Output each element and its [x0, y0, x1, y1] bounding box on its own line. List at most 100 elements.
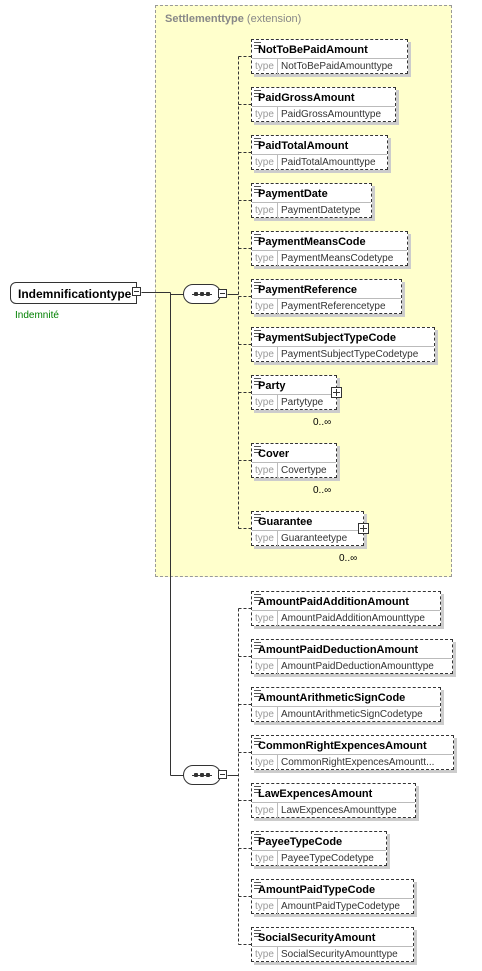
content-model-icon	[254, 594, 261, 601]
root-element[interactable]: Indemnificationtype	[10, 282, 137, 304]
element-type: AmountPaidTypeCodetype	[281, 901, 400, 912]
element-type-row: type Guaranteetype	[252, 530, 363, 547]
element-name: AmountPaidAdditionAmount	[258, 596, 409, 608]
element-type-row: type AmountArithmeticSignCodetype	[252, 706, 440, 723]
type-keyword: type	[255, 613, 274, 624]
element-name: Guarantee	[258, 516, 313, 528]
extension-title: Settlementtype (extension)	[165, 13, 301, 25]
element-type-row: type AmountPaidAdditionAmounttype	[252, 610, 440, 627]
element-type: NotToBePaidAmounttype	[281, 61, 393, 72]
content-model-icon	[254, 446, 261, 453]
element-type: PaidGrossAmounttype	[281, 109, 382, 120]
element-type: Guaranteetype	[281, 533, 348, 544]
element-type: AmountArithmeticSignCodetype	[281, 709, 423, 720]
element-name: Party	[258, 380, 286, 392]
occurrence-label: 0..∞	[313, 485, 332, 496]
content-model-icon	[254, 930, 261, 937]
element-name: AmountArithmeticSignCode	[258, 692, 406, 704]
expand-plus-icon[interactable]	[358, 523, 369, 534]
element-type: AmountPaidAdditionAmounttype	[281, 613, 425, 624]
content-model-icon	[254, 90, 261, 97]
content-model-icon	[254, 234, 261, 241]
type-keyword: type	[255, 397, 274, 408]
element-type-row: type PaidGrossAmounttype	[252, 106, 395, 123]
content-model-icon	[254, 514, 261, 521]
element-name: AmountPaidDeductionAmount	[258, 644, 419, 656]
type-keyword: type	[255, 709, 274, 720]
content-model-icon	[254, 186, 261, 193]
element-type-row: type PaymentSubjectTypeCodetype	[252, 346, 434, 363]
content-model-icon	[254, 330, 261, 337]
content-model-icon	[254, 378, 261, 385]
occurrence-label: 0..∞	[339, 553, 358, 564]
element-type: CommonRightExpencesAmountt...	[281, 757, 435, 768]
element-type: PayeeTypeCodetype	[281, 853, 374, 864]
root-element-doc: Indemnité	[15, 310, 59, 321]
element-name: PaymentDate	[258, 188, 328, 200]
element-type-row: type Covertype	[252, 462, 336, 479]
element-name: PaymentReference	[258, 284, 358, 296]
element-name: PaidGrossAmount	[258, 92, 355, 104]
root-collapse-toggle[interactable]	[132, 287, 141, 296]
expand-plus-icon[interactable]	[331, 387, 342, 398]
type-keyword: type	[255, 901, 274, 912]
type-keyword: type	[255, 205, 274, 216]
element-name: PayeeTypeCode	[258, 836, 343, 848]
type-keyword: type	[255, 805, 274, 816]
element-type: Partytype	[281, 397, 324, 408]
element-name: CommonRightExpencesAmount	[258, 740, 427, 752]
element-name: PaymentSubjectTypeCode	[258, 332, 396, 344]
occurrence-label: 0..∞	[313, 417, 332, 428]
element-name: PaidTotalAmount	[258, 140, 349, 152]
element-type: Covertype	[281, 465, 327, 476]
element-type: AmountPaidDeductionAmounttype	[281, 661, 434, 672]
type-keyword: type	[255, 349, 274, 360]
type-keyword: type	[255, 465, 274, 476]
element-name: NotToBePaidAmount	[258, 44, 368, 56]
element-type: PaymentReferencetype	[281, 301, 386, 312]
content-model-icon	[254, 42, 261, 49]
root-element-name: Indemnificationtype	[18, 287, 132, 301]
element-name: Cover	[258, 448, 290, 460]
type-keyword: type	[255, 109, 274, 120]
sequence-compositor-own[interactable]	[183, 765, 221, 785]
element-type-row: type Partytype	[252, 394, 336, 411]
element-type: PaymentSubjectTypeCodetype	[281, 349, 419, 360]
element-name: SocialSecurityAmount	[258, 932, 376, 944]
sequence-collapse-toggle[interactable]	[218, 770, 227, 779]
element-name: PaymentMeansCode	[258, 236, 366, 248]
type-keyword: type	[255, 301, 274, 312]
content-model-icon	[254, 690, 261, 697]
sequence-compositor-extension[interactable]	[183, 284, 221, 304]
element-type: PaymentMeansCodetype	[281, 253, 394, 264]
content-model-icon	[254, 282, 261, 289]
type-keyword: type	[255, 533, 274, 544]
sequence-collapse-toggle[interactable]	[218, 289, 227, 298]
